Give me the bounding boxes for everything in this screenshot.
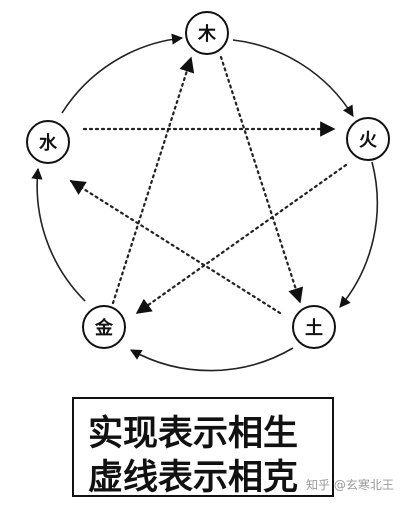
arc-fire-to-earth (339, 161, 379, 308)
line-fire-to-metal (135, 163, 348, 315)
legend-dotted-line-text: 虚线表示相克 (88, 457, 299, 498)
node-water: 水 (26, 120, 70, 164)
arc-water-to-wood (61, 33, 184, 114)
controlling-cycle (69, 55, 348, 315)
node-fire-label: 火 (359, 130, 378, 151)
node-metal: 金 (82, 305, 126, 349)
line-metal-to-wood (111, 56, 195, 305)
legend-solid-line-text: 实现表示相生 (88, 413, 299, 454)
node-wood-label: 木 (197, 23, 217, 45)
arc-wood-to-fire (232, 39, 354, 117)
generating-cycle (31, 33, 379, 372)
line-wood-to-earth (219, 55, 304, 304)
node-wood: 木 (185, 11, 229, 55)
watermark: 知乎 @玄寒北王 (306, 478, 394, 492)
node-fire: 火 (346, 117, 390, 161)
node-metal-label: 金 (94, 317, 114, 339)
node-earth-label: 土 (305, 318, 323, 339)
node-earth: 土 (292, 305, 336, 349)
legend-box: 实现表示相生 虚线表示相克 (72, 397, 334, 498)
arc-earth-to-metal (130, 347, 294, 372)
line-earth-to-water (69, 179, 282, 315)
node-water-label: 水 (39, 132, 58, 154)
arc-metal-to-water (31, 167, 86, 302)
